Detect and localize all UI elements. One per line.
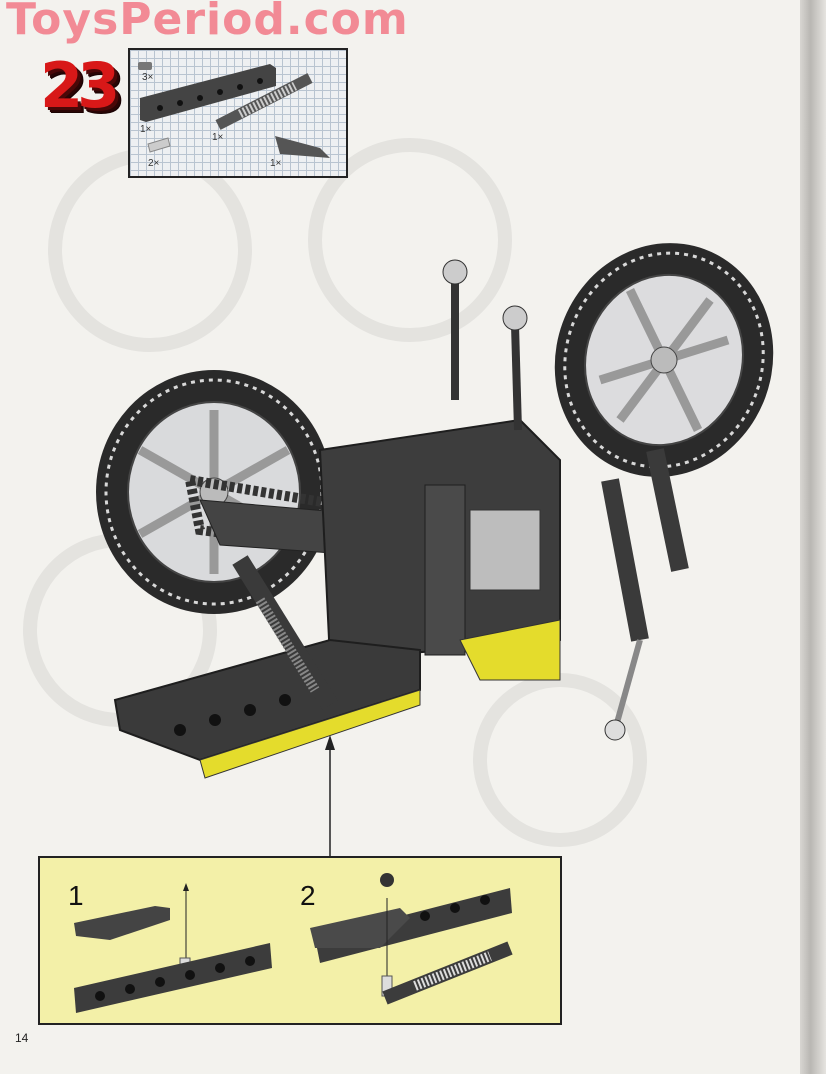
page-binding (800, 0, 826, 1074)
watermark: ToysPeriod.com (6, 0, 409, 45)
parts-list-box: 3× 1× 1× 2× 1× (128, 48, 348, 178)
triangle-liftarm-icon (275, 136, 330, 158)
bush-icon (380, 873, 394, 887)
parts-illustration (138, 62, 330, 158)
rear-wheel (96, 370, 332, 614)
axle-pin-icon (147, 137, 171, 153)
subassembly-illustration (74, 873, 513, 1013)
triangle-liftarm-icon (74, 906, 170, 940)
beam-icon (74, 943, 272, 1013)
part-quantity: 1× (212, 132, 224, 143)
page-number: 14 (15, 1031, 29, 1045)
shock-absorber-icon (382, 941, 513, 1005)
subassembly-box: 1 2 (38, 856, 562, 1025)
substep-number: 2 (300, 880, 316, 911)
part-quantity: 2× (148, 158, 160, 169)
step-number: 23 (40, 49, 120, 122)
substep-number: 1 (68, 880, 84, 911)
bush-icon (138, 62, 152, 70)
front-wheel (554, 243, 774, 477)
beam-icon (140, 64, 276, 122)
part-quantity: 1× (140, 124, 152, 135)
part-quantity: 1× (270, 158, 282, 169)
part-quantity: 3× (142, 72, 154, 83)
